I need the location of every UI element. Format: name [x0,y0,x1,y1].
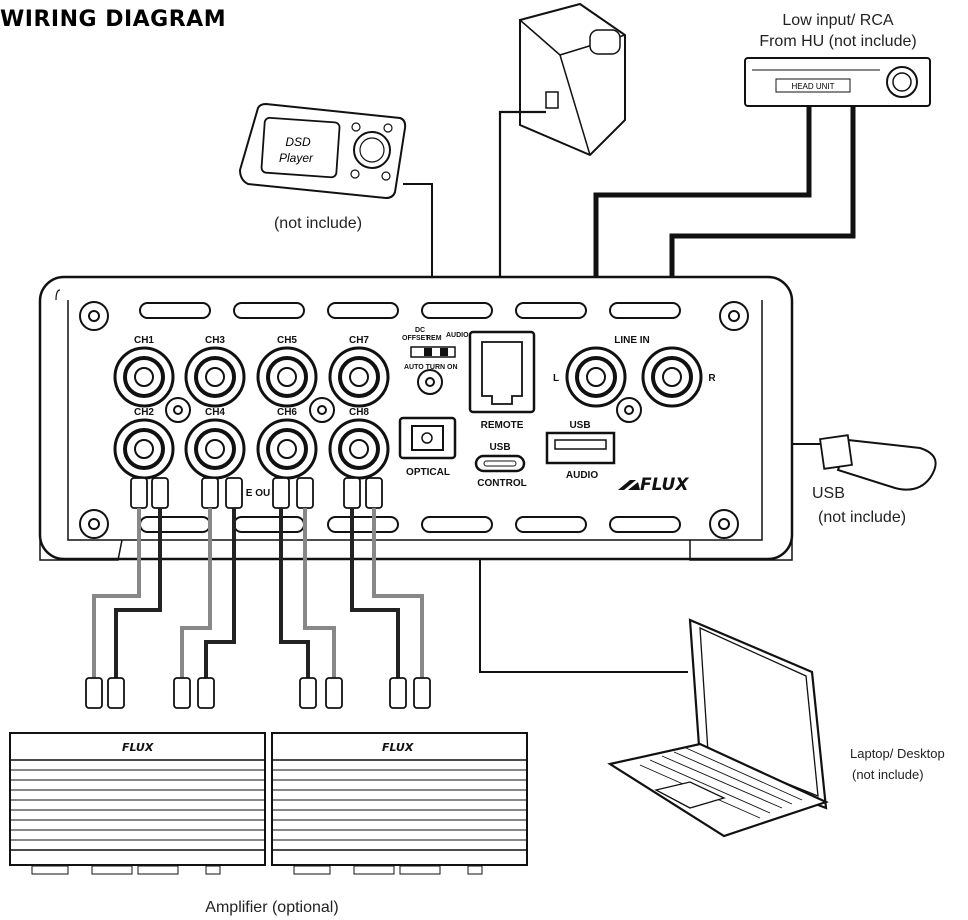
laptop-caption-line1: Laptop/ Desktop [850,746,945,761]
rca-jack-ch4 [184,418,246,480]
label-remote: REMOTE [481,420,524,431]
amplifier-cables [92,508,424,680]
laptop-caption-line2: (not include) [852,767,924,782]
amplifier-right-brand: FLUX [382,741,414,754]
remote-port: REMOTE [468,330,536,431]
label-ch2: CH2 [134,407,154,418]
page-title: WIRING DIAGRAM [0,7,226,32]
usb-caption-line2: (not include) [818,509,906,526]
label-left: L [553,373,559,384]
laptop [607,618,829,838]
dsd-player-text-line1: DSD [285,135,311,149]
rca-jack-ch1 [113,346,175,408]
label-usb-audio-top: USB [569,420,590,431]
label-ch4: CH4 [205,407,225,418]
label-usb-control-bottom: CONTROL [477,478,526,489]
amplifier-right: FLUX [271,732,528,875]
label-usb-control-top: USB [489,442,510,453]
rca-jack-ch6 [256,418,318,480]
label-usb-audio-bottom: AUDIO [566,470,598,481]
switch-rem-label: REM [426,335,442,342]
usb-caption-line1: USB [812,485,845,502]
rca-jack-ch3 [184,346,246,408]
dsd-player-text-line2: Player [279,151,314,165]
usb-control-port: USB CONTROL [474,442,527,489]
switch-audio-label: AUDIO [446,332,469,339]
rca-plugs-panel [130,477,383,509]
label-optical: OPTICAL [406,467,450,478]
label-ch1: CH1 [134,335,154,346]
rca-jack-line-in-left [565,346,627,408]
head-unit-label: HEAD UNIT [791,82,834,91]
head-unit-caption-line2: From HU (not include) [759,33,916,50]
switch-block: DC OFFSET REM AUDIO AUTO TURN ON [402,327,469,371]
label-ch6: CH6 [277,407,297,418]
amplifier-caption: Amplifier (optional) [205,899,338,916]
label-line-out: E OU [246,488,270,499]
label-right: R [708,373,716,384]
rca-plugs-amplifier [85,677,431,709]
usb-stick [819,434,937,491]
label-line-in: LINE IN [614,335,650,346]
amplifier-left: FLUX [9,732,266,875]
rca-jack-line-in-right [641,346,703,408]
dsd-caption: (not include) [274,215,362,232]
label-ch5: CH5 [277,335,297,346]
optical-port: OPTICAL [398,416,457,478]
panel-flux-logo: FLUX [618,475,689,495]
line-in-jacks [565,346,703,408]
rca-jack-ch8 [328,418,390,480]
dsd-player: DSD Player [238,102,407,200]
amplifier-left-brand: FLUX [122,741,154,754]
usb-audio-port: USB AUDIO [545,420,616,481]
head-unit: HEAD UNIT [744,57,931,107]
remote-controller [519,2,626,157]
label-ch3: CH3 [205,335,225,346]
head-unit-caption-line1: Low input/ RCA [782,12,893,29]
rca-jack-ch7 [328,346,390,408]
switch-auto-label: AUTO TURN ON [404,364,458,371]
switch-offset-label: OFFSET [402,335,430,342]
rca-jack-ch2 [113,418,175,480]
rca-jacks-top [113,346,390,408]
label-ch7: CH7 [349,335,369,346]
panel-brand-text: FLUX [640,475,689,495]
switch-dc-label: DC [415,327,425,334]
label-ch8: CH8 [349,407,369,418]
rca-jack-ch5 [256,346,318,408]
